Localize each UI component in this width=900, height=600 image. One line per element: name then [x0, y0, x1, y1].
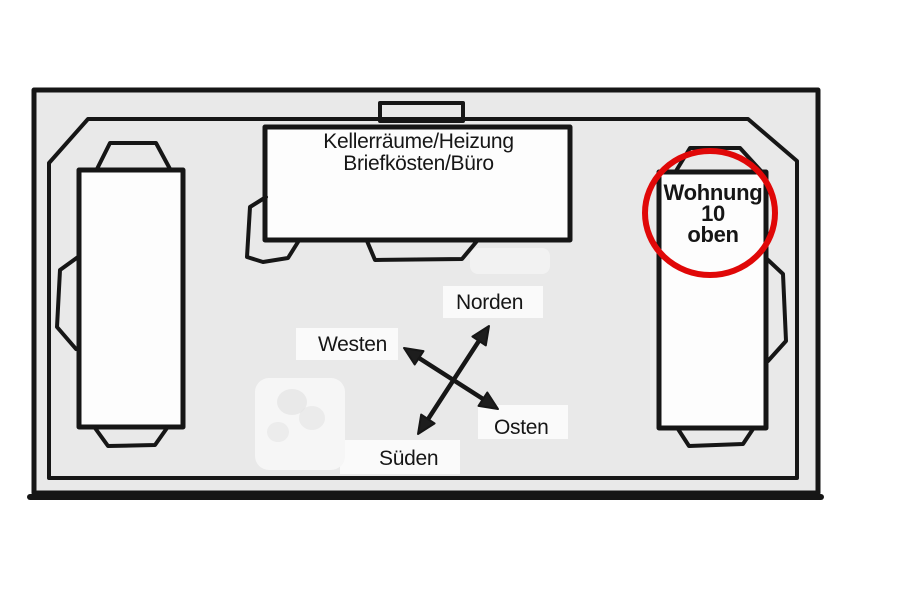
right-building-label: Wohnung 10 oben [659, 180, 767, 247]
wohnung-highlight-circle [642, 148, 778, 278]
compass-label-east: Osten [494, 416, 549, 439]
right-building-label-line1: Wohnung [663, 180, 763, 205]
compass-label-south: Süden [379, 447, 439, 470]
right-building-side-bay [765, 257, 788, 363]
right-building-label-line2: 10 [701, 201, 725, 226]
central-building-label-line1: Kellerräume/Heizung [323, 130, 514, 153]
south-arrowhead-icon [417, 413, 436, 435]
compass-arrow-west-east [405, 348, 497, 409]
ink-linework [27, 87, 824, 500]
compass-label-west: Westen [318, 333, 388, 356]
central-building-annex [245, 195, 300, 264]
central-building-label-line2: Briefkösten/Büro [343, 152, 494, 175]
left-building-side-bay [55, 255, 80, 351]
left-building [76, 167, 186, 430]
left-building-top-bay [95, 141, 172, 171]
right-building-bottom-bay [676, 427, 755, 448]
west-arrowhead-icon [403, 347, 425, 366]
north-arrowhead-icon [471, 325, 490, 347]
right-building-label-line3: oben [687, 222, 739, 247]
compass-rose [405, 327, 497, 433]
central-building-porch [365, 239, 479, 262]
central-building [262, 124, 573, 243]
compass-arrowheads [403, 325, 499, 435]
scan-frame [31, 87, 821, 496]
east-arrowhead-icon [477, 391, 499, 410]
central-building-label: Kellerräume/Heizung Briefkösten/Büro [267, 131, 570, 175]
compass-label-north: Norden [456, 291, 524, 314]
left-building-bottom-bay [93, 426, 169, 448]
right-building [656, 169, 769, 431]
property-boundary [47, 117, 799, 480]
boundary-top-annex [378, 101, 465, 123]
